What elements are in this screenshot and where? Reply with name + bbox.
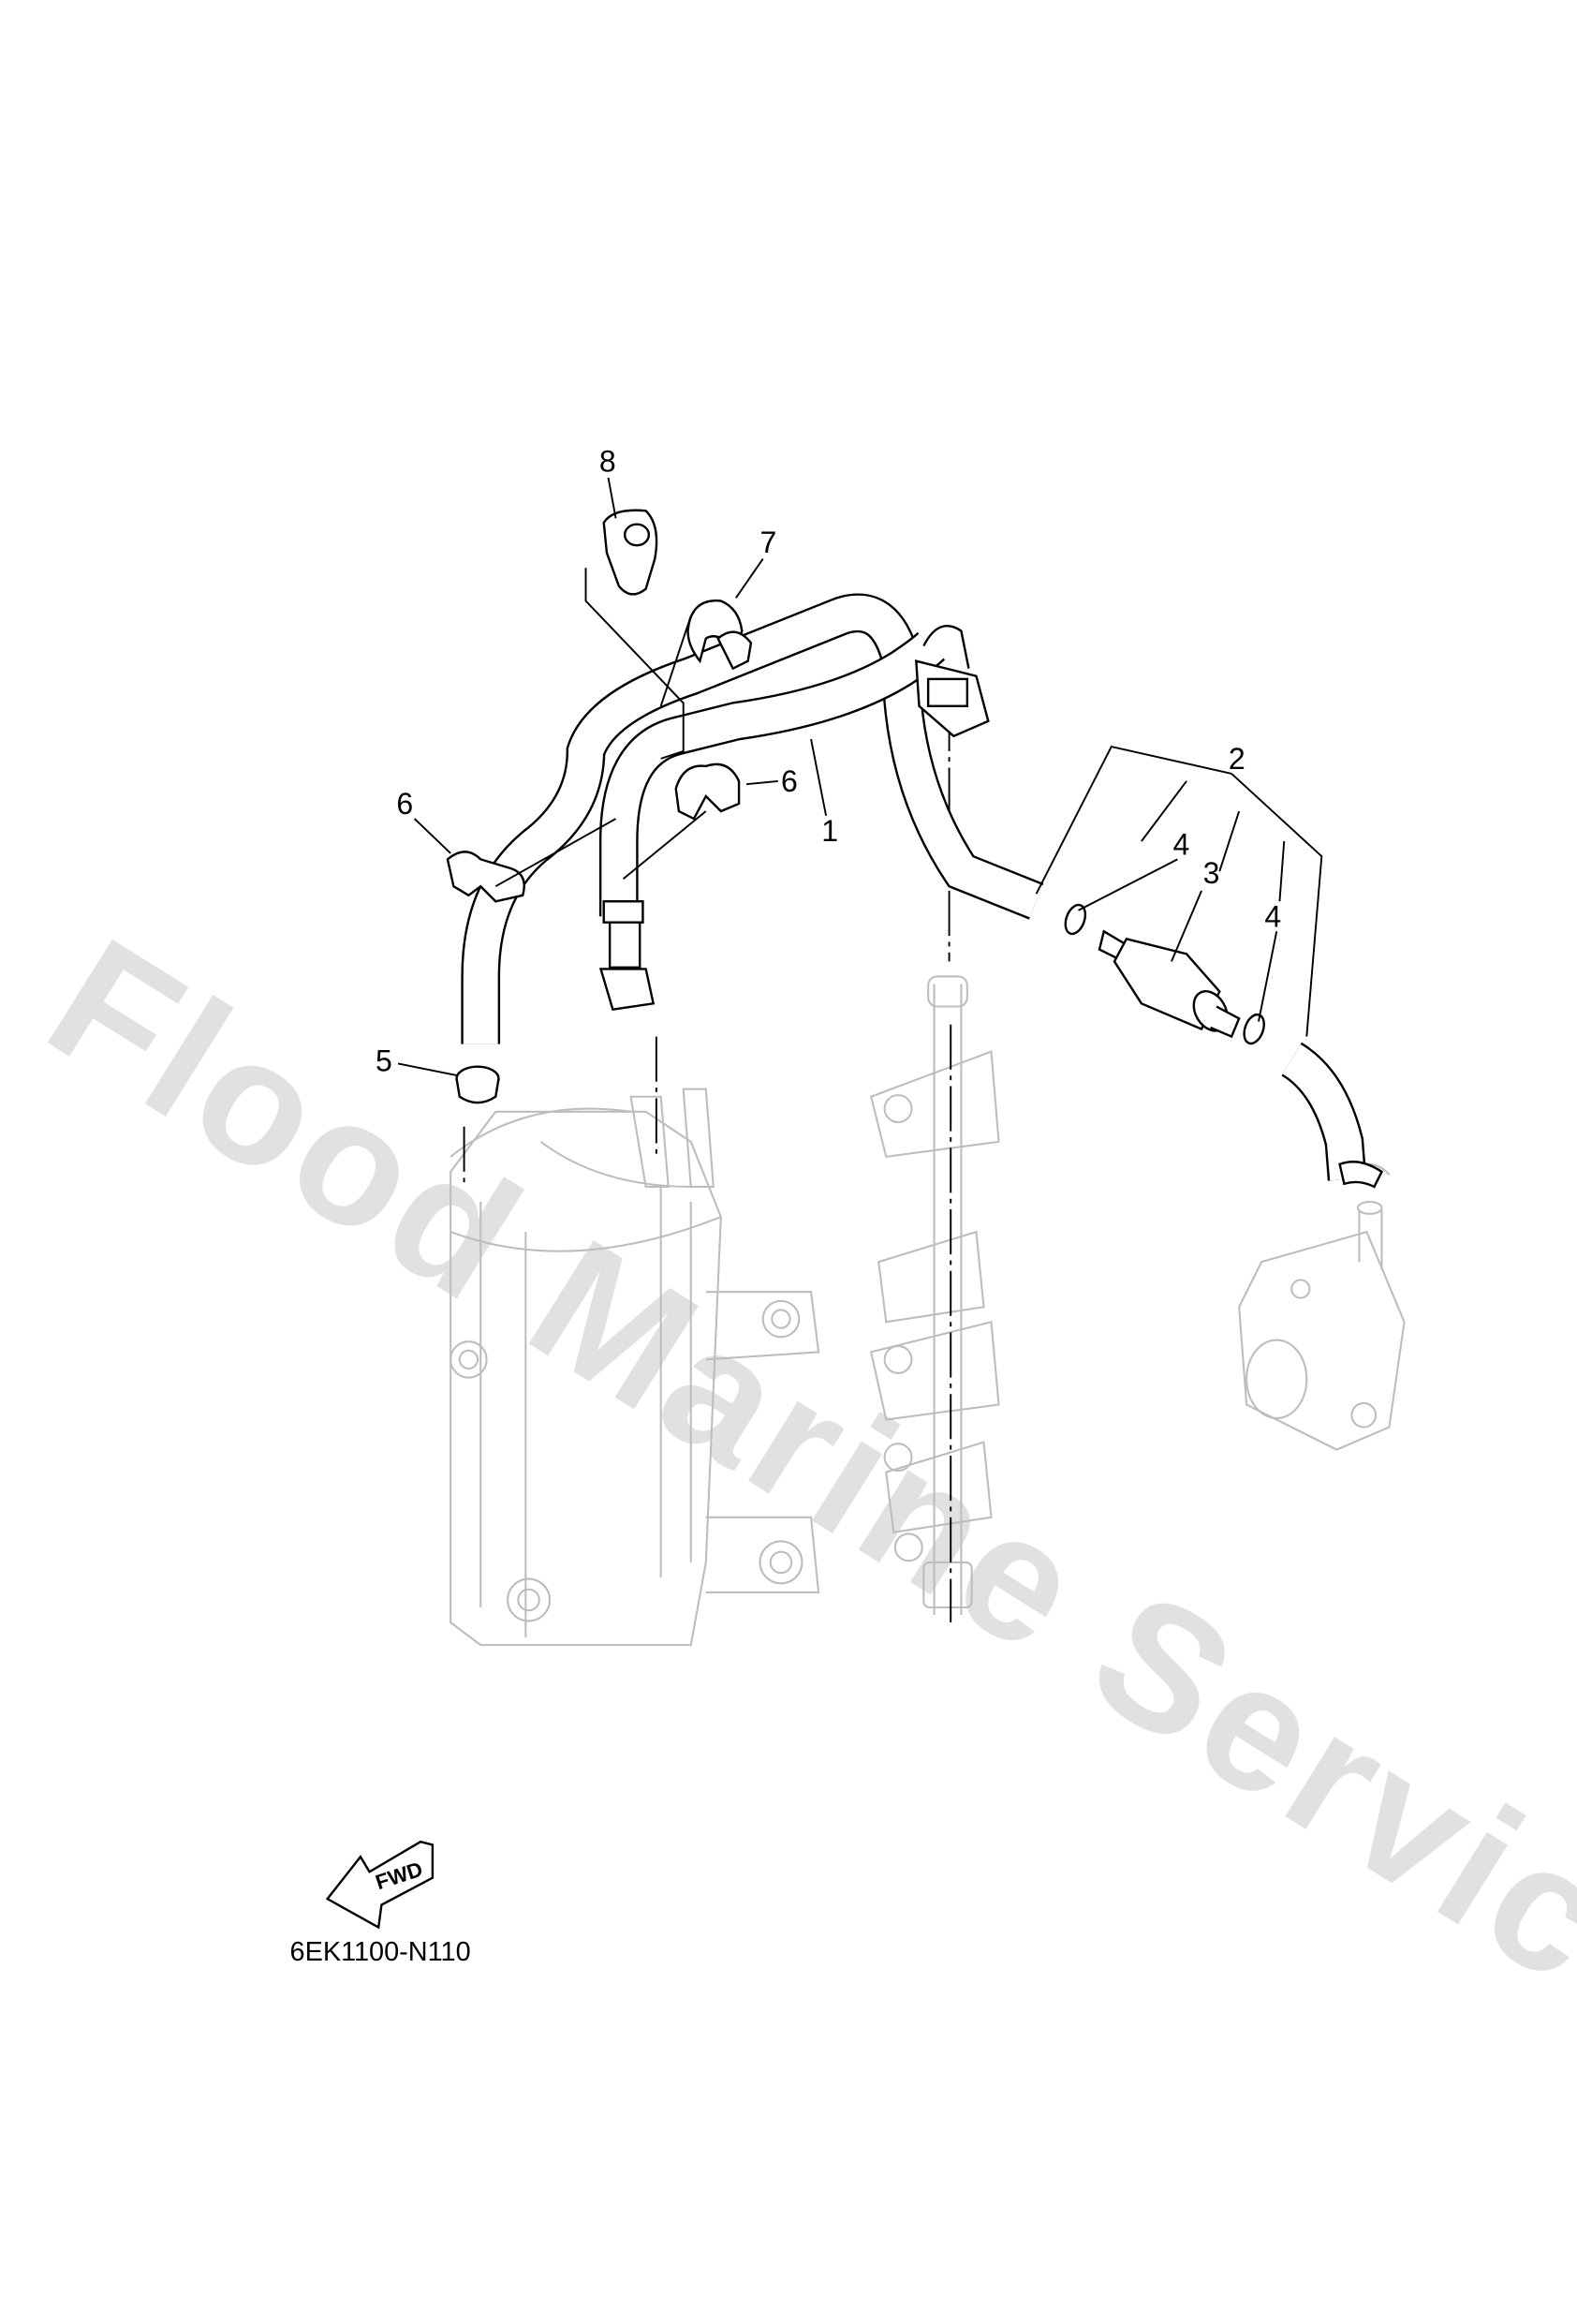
holder-left[interactable] bbox=[446, 851, 525, 903]
callout-1: 1 bbox=[821, 814, 838, 848]
callout-7: 7 bbox=[760, 525, 777, 559]
clip-a[interactable] bbox=[1062, 902, 1089, 937]
callout-4a: 4 bbox=[1173, 828, 1190, 862]
vapor-separator-ghost bbox=[450, 1088, 820, 1647]
callout-5: 5 bbox=[376, 1044, 392, 1077]
callout-2: 2 bbox=[1229, 742, 1245, 776]
callout-6-left: 6 bbox=[396, 787, 413, 821]
callout-3: 3 bbox=[1203, 856, 1220, 890]
fwd-arrow-icon: FWD bbox=[325, 1840, 435, 1930]
callout-leaders bbox=[397, 477, 1323, 1077]
holder-7[interactable] bbox=[686, 600, 753, 671]
hose-1[interactable] bbox=[461, 593, 1367, 1181]
diagram-code: 6EK1100-N110 bbox=[290, 1937, 471, 1967]
callout-4b: 4 bbox=[1264, 900, 1281, 934]
fuel-pump-ghost bbox=[1238, 1162, 1406, 1451]
clip-b[interactable] bbox=[1241, 1012, 1268, 1046]
return-hose-end bbox=[1338, 1161, 1384, 1189]
fuel-filter[interactable] bbox=[1098, 929, 1241, 1039]
holder-8[interactable] bbox=[602, 509, 658, 596]
holder-right[interactable] bbox=[674, 762, 741, 821]
callout-8: 8 bbox=[599, 445, 616, 479]
quick-connector-top bbox=[915, 625, 990, 738]
fuel-rail-ghost bbox=[869, 975, 1000, 1616]
clip-5[interactable] bbox=[455, 1065, 500, 1104]
callout-6-right: 6 bbox=[781, 764, 798, 798]
quick-connector-left bbox=[598, 900, 656, 1012]
